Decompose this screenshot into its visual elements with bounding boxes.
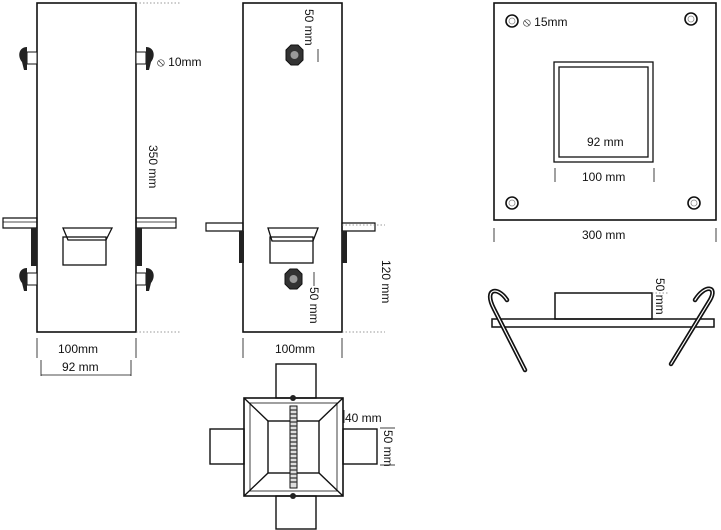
inner-100-label: 100 mm [582,170,625,184]
plate-300-label: 300 mm [582,228,625,242]
offset-50-top-label: 50 mm [302,9,316,46]
height-120-label: 120 mm [379,260,393,303]
top-hole-bottom-left [505,196,519,210]
side-left-clip [239,231,244,263]
tab-50-label: 50 mm [381,430,395,467]
top-inner-outer-square [553,61,654,163]
side-left-flange [205,222,244,232]
inner-92-label: 92 mm [587,135,624,149]
top-inner-square [558,66,649,158]
top-plate-view [493,2,717,242]
front-bolt-bottom-left [19,268,38,291]
bolt-diameter-label: ⦸ 10mm [157,55,202,69]
bottom-tab-right [342,428,378,465]
left-hook [487,288,528,373]
hole-diameter-label: ⦸ 15mm [523,15,568,29]
front-left-flange [2,217,38,229]
bottom-tab-left [209,428,245,465]
front-right-clip [136,228,142,266]
front-collar-lip [62,227,114,241]
width-92-left-label: 92 mm [62,360,99,374]
top-plate [493,2,717,221]
front-right-flange [135,217,177,229]
top-hole-bottom-right [687,196,701,210]
width-100-left-label: 100mm [58,342,98,356]
front-collar [62,236,107,266]
height-350-label: 350 mm [146,145,160,188]
front-bolt-bottom-right [135,268,154,291]
bottom-threaded-rod [289,405,298,489]
bottom-view [209,363,395,530]
front-left-clip [31,228,37,266]
plate-side-view [487,286,715,373]
width-100-side-label: 100mm [275,342,315,356]
plate-side-collar [554,292,653,320]
top-hole-top-left [505,14,519,28]
tab-40-label: 40 mm [345,411,382,425]
side-post-body [242,2,343,333]
side-right-clip [342,231,347,263]
side-view [205,2,385,358]
bottom-tab-top [275,363,317,399]
side-nut-bottom [284,268,303,290]
front-bolt-top-left [19,47,38,70]
front-bolt-top-right [135,47,154,70]
side-collar [269,236,314,264]
plate-side-base [491,318,715,328]
side-right-flange [341,222,376,232]
top-hole-top-right [684,12,698,26]
side-nut-top [285,44,304,66]
bottom-tab-bottom [275,495,317,530]
collar-50-label: 50 mm [653,278,667,315]
side-collar-lip [267,227,319,242]
offset-50-bottom-label: 50 mm [307,287,321,324]
front-view [2,2,180,376]
front-post-body [36,2,137,333]
